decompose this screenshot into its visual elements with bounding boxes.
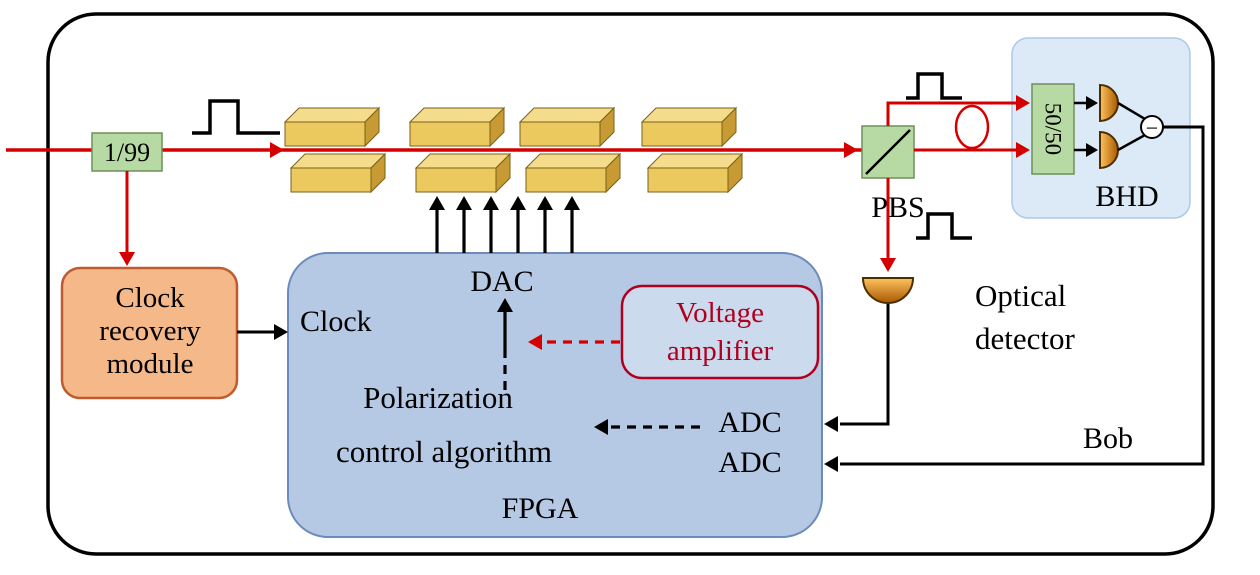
clock-recovery-label: Clock xyxy=(115,282,185,314)
optical-detector-label: Optical xyxy=(975,278,1066,313)
voltage-amplifier-label: Voltage xyxy=(676,297,764,329)
optical-detector-icon xyxy=(861,277,915,304)
polarization-state-icon xyxy=(954,104,990,150)
red-arrowhead xyxy=(119,252,135,266)
tap-splitter-label: 1/99 xyxy=(104,138,150,167)
bob-label: Bob xyxy=(1083,422,1133,455)
pbs-label: PBS xyxy=(871,191,924,224)
enclosure-border xyxy=(46,12,1215,556)
dac-label: DAC xyxy=(470,265,533,298)
optical-detector-label: detector xyxy=(975,321,1076,356)
coupler-box xyxy=(1031,83,1075,175)
photodiode-icon xyxy=(1099,83,1119,123)
black-arrowhead xyxy=(1086,96,1098,110)
dac-drive-arrows xyxy=(429,196,580,253)
adc1-label: ADC xyxy=(718,406,781,439)
red-arrowhead xyxy=(844,142,858,158)
voltage-amplifier-label: amplifier xyxy=(667,335,774,367)
red-arrowhead xyxy=(528,334,542,350)
adc2-label: ADC xyxy=(718,446,781,479)
red-arrowhead xyxy=(1016,142,1030,158)
red-arrowhead xyxy=(880,258,896,272)
pd-output-line xyxy=(1117,133,1146,152)
bhd-label: BHD xyxy=(1095,180,1158,213)
pbs-diagonal xyxy=(865,129,911,175)
coupler-label: 50/50 xyxy=(1041,103,1066,155)
bhd-output-line xyxy=(840,125,1205,466)
pulse-waveform-icon xyxy=(916,212,972,240)
red-arrowhead xyxy=(1016,95,1030,111)
algorithm-label: control algorithm xyxy=(336,434,552,469)
algorithm-label: Polarization xyxy=(363,380,513,415)
black-arrowhead xyxy=(1086,143,1098,157)
clock-recovery-label: module xyxy=(107,348,194,380)
black-arrowhead xyxy=(274,324,288,340)
fpga-label: FPGA xyxy=(502,492,579,525)
minus-sign: − xyxy=(1146,116,1158,141)
pulse-waveform-icon xyxy=(906,72,962,100)
black-arrowhead xyxy=(497,298,513,312)
red-arrowhead xyxy=(270,142,284,158)
black-arrowhead xyxy=(824,456,838,472)
pbs-upper-path xyxy=(886,101,1016,126)
black-arrowhead xyxy=(824,416,838,432)
detector-output-line xyxy=(840,304,890,426)
voltage-amplifier-box xyxy=(620,284,820,380)
clock-recovery-label: recovery xyxy=(99,315,201,347)
pulse-waveform-icon xyxy=(192,99,280,135)
fpga-clock-label: Clock xyxy=(300,305,372,338)
black-arrowhead xyxy=(594,419,608,435)
photodiode-icon xyxy=(1099,130,1119,170)
pd-output-line xyxy=(1117,101,1146,121)
